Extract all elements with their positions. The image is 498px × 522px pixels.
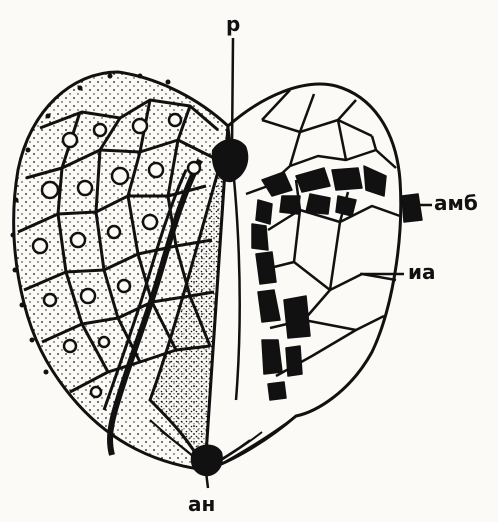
label-interambulacrum: иа [408, 262, 436, 282]
label-top: р [226, 14, 240, 34]
label-ambulacrum: амб [434, 193, 478, 213]
label-bottom: ан [188, 494, 215, 514]
